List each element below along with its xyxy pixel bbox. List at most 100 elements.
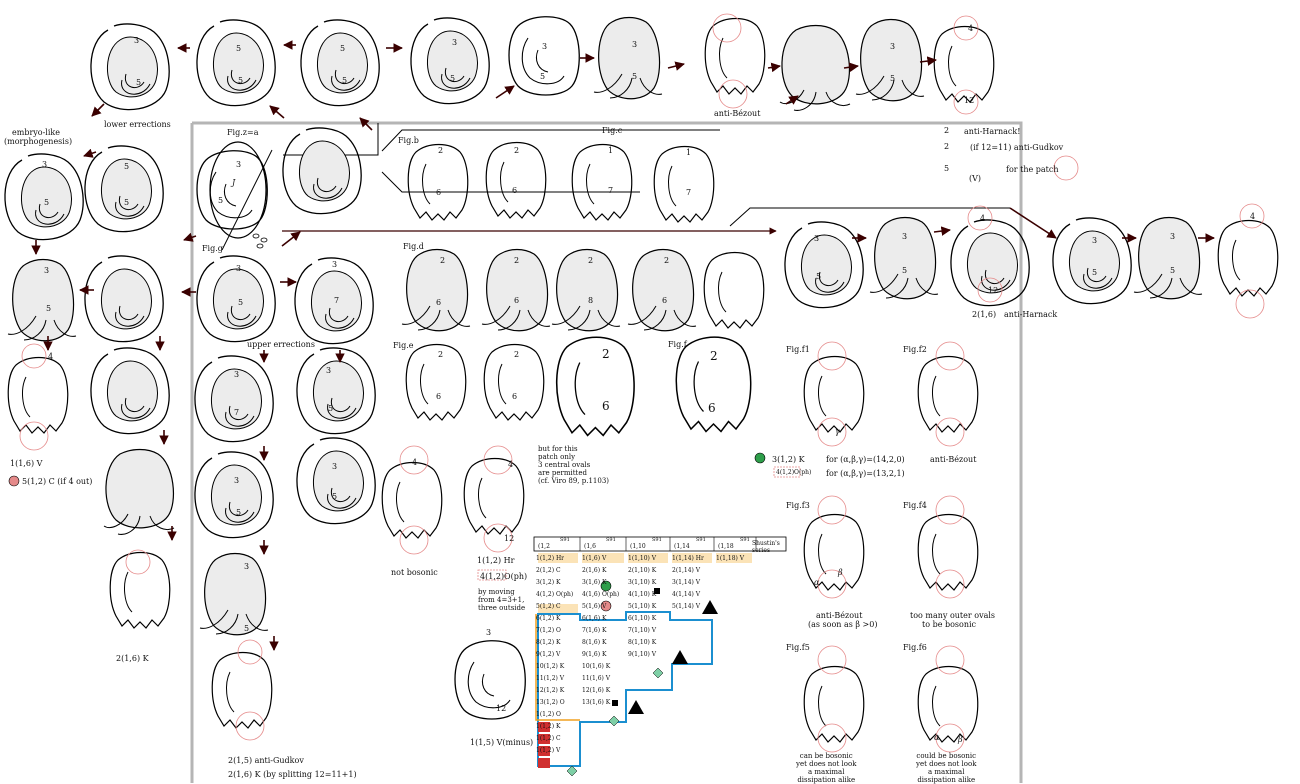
num-label: 4 xyxy=(968,24,973,33)
num-label: 5 xyxy=(632,72,637,81)
num-label: 6 xyxy=(436,298,441,307)
table-cell: 7(1,10) V xyxy=(628,627,656,634)
num-label: 7 xyxy=(234,408,239,417)
num-label: 5 xyxy=(218,196,223,205)
num-label: 5 xyxy=(136,78,141,87)
num-label: 4 xyxy=(1250,212,1255,221)
num-label: 7 xyxy=(334,296,339,305)
num-label: 5 xyxy=(902,266,907,275)
for-abg-2: for (α,β,γ)=(13,2,1) xyxy=(826,469,905,478)
fig-c-label: Fig.c xyxy=(602,126,622,135)
j-symbol: J xyxy=(232,178,235,187)
anti-harnack-excl: anti-Harnack! xyxy=(964,127,1020,136)
table-cell: 5(1,10) K xyxy=(628,603,656,610)
formula-2-1-5-ag: 2(1,5) anti-Gudkov xyxy=(228,756,304,765)
table-cell: 8(1,2) K xyxy=(536,639,560,646)
num-label: 2 xyxy=(710,352,718,361)
num-label: 3 xyxy=(234,476,239,485)
table-header: (1,2 xyxy=(538,543,550,550)
alpha-symbol-2: α xyxy=(934,733,939,742)
num-label: 2 xyxy=(602,350,610,359)
fig-f5-label: Fig.f5 xyxy=(786,643,810,652)
num-label: 4 xyxy=(508,460,513,469)
num-label: 3 xyxy=(890,42,895,51)
num-label: 3 xyxy=(236,264,241,273)
table-cell: 9(1,6) K xyxy=(582,651,606,658)
fig-f6-label: Fig.f6 xyxy=(903,643,927,652)
num-label: 5 xyxy=(46,304,51,313)
num-label: 3 xyxy=(814,234,819,243)
table-header-sup: S91 xyxy=(740,537,750,544)
num-label: 6 xyxy=(436,392,441,401)
shape-top-2 xyxy=(197,20,275,106)
num-label: 5 xyxy=(44,198,49,207)
fig-z-label: Fig.z=a xyxy=(227,128,258,137)
shape-top-6 xyxy=(594,18,662,99)
table-cell: 9(1,10) V xyxy=(628,651,656,658)
shape-top-8 xyxy=(780,26,850,111)
num-label: 3 xyxy=(632,40,637,49)
can-be-bosonic-note: can be bosonic yet does not look a maxim… xyxy=(796,752,856,784)
num-label: 6 xyxy=(436,188,441,197)
num-label: 3 xyxy=(902,232,907,241)
table-cell: 4(1,14) V xyxy=(672,591,700,598)
table-cell: 7(1,2) O xyxy=(536,627,561,634)
table-cell: 9(1,2) V xyxy=(536,651,560,658)
but-for-this-note: but for this patch only 3 central ovals … xyxy=(538,445,609,485)
num-label: 6 xyxy=(514,296,519,305)
morphogenesis-caption: (morphogenesis) xyxy=(4,137,72,146)
num-label: 1 xyxy=(608,146,613,155)
num-label: 2 xyxy=(514,146,519,155)
table-cell: 6(1,6) K xyxy=(582,615,606,622)
table-header-sup: S91 xyxy=(652,537,662,544)
num-label: 3 xyxy=(1170,232,1175,241)
table-cell: 1(1,10) V xyxy=(628,555,656,562)
shape-top-4 xyxy=(411,18,489,104)
formula-2-1-6-k: 2(1,6) K xyxy=(116,654,149,663)
table-cell: 2(1,6) K xyxy=(582,567,606,574)
shape-top-7 xyxy=(705,19,765,95)
formula-4-1-2-oph-b: 4(1,2)O(ph) xyxy=(480,572,527,581)
for-abg-1: for (α,β,γ)=(14,2,0) xyxy=(826,455,905,464)
formula-3-1-2-k: 3(1,2) K xyxy=(772,455,805,464)
anti-harnack-caption: anti-Harnack xyxy=(1004,310,1057,319)
table-cell: 1(1,2) V xyxy=(536,747,560,754)
num-label: 5 xyxy=(1092,268,1097,277)
table-cell: 4(1,2) O(ph) xyxy=(536,591,573,598)
table-cell: 1(1,14) Hr xyxy=(672,555,704,562)
formula-1-1-2-hr: 1(1,2) Hr xyxy=(477,556,514,565)
fig-f2-label: Fig.f2 xyxy=(903,345,927,354)
num-label: 3 xyxy=(42,160,47,169)
num-label: 3 xyxy=(486,628,491,637)
fig-f-label: Fig.f xyxy=(668,340,687,349)
table-cell: 5(1,2) C xyxy=(536,603,561,610)
table-header: (1,14 xyxy=(674,543,690,550)
num-label: 5 xyxy=(236,508,241,517)
anti-bezout-f2: anti-Bézout xyxy=(930,455,976,464)
table-cell: 4(1,10) K xyxy=(628,591,656,598)
table-cell: 2(1,14) V xyxy=(672,567,700,574)
right-formula-1: 2 xyxy=(944,126,949,135)
anti-bezout-top-caption: anti-Bézout xyxy=(714,109,760,118)
num-label: 5 xyxy=(450,74,455,83)
table-cell: 12(1,2) K xyxy=(536,687,564,694)
table-cell: 1(1,2) Hr xyxy=(536,555,564,562)
table-header: (1,6 xyxy=(584,543,596,550)
num-label: 6 xyxy=(512,186,517,195)
pink-circle-marker xyxy=(9,476,19,486)
right-formula-2: 2 xyxy=(944,142,949,151)
num-label: 12 xyxy=(504,534,514,543)
num-label: 5 xyxy=(816,272,821,281)
num-label: 4 xyxy=(48,352,53,361)
fig-g-label: Fig.g xyxy=(202,244,223,253)
table-cell: 1(1,2) O xyxy=(536,711,561,718)
fig-f4-label: Fig.f4 xyxy=(903,501,927,510)
num-label: 5 xyxy=(244,624,249,633)
table-cell: 1(1,6) V xyxy=(582,555,606,562)
table-cell: 8(1,10) K xyxy=(628,639,656,646)
table-cell: 3(1,6) K xyxy=(582,579,606,586)
num-label: 3 xyxy=(134,36,139,45)
table-cell: 5(1,6) V xyxy=(582,603,606,610)
top-row xyxy=(91,17,994,111)
num-label: 7 xyxy=(608,186,613,195)
